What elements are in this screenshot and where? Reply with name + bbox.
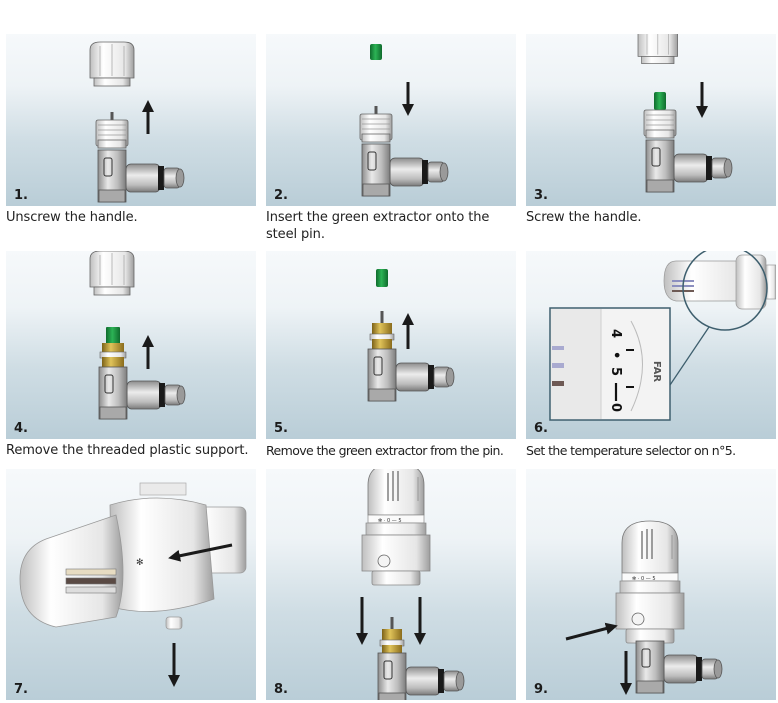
thread-support: [359, 113, 393, 143]
thermostatic-head-icon: ✻: [19, 482, 247, 630]
step-3: 3. Screw the handle.: [526, 34, 776, 226]
step-caption: Remove the green extractor from the pin.: [266, 443, 504, 458]
step-number: 5.: [274, 421, 288, 436]
step-caption: Screw the handle.: [526, 210, 642, 225]
valve-illustration: [359, 44, 449, 197]
dial-label-0: 0: [608, 403, 623, 412]
step-illustration: 1.: [6, 34, 256, 206]
step-illustration: 9.: [526, 469, 776, 700]
valve-body-icon: [635, 640, 723, 694]
step-8: 8.: [266, 469, 516, 703]
arrow-left-icon: [168, 543, 233, 562]
thermohead-illustration: ✻: [19, 482, 247, 687]
handle-icon: [637, 34, 678, 64]
step-7: ✻ 7.: [6, 469, 256, 703]
step-number: 2.: [274, 188, 288, 203]
dial-dot: •: [608, 351, 623, 359]
handle-icon: [89, 251, 135, 296]
brand-logo: FAR: [651, 361, 662, 382]
step-number: 7.: [14, 682, 28, 697]
step-caption: Insert the green extractor onto the stee…: [266, 210, 490, 242]
valve-body-icon: [367, 348, 455, 402]
valve-body-icon: [98, 366, 186, 420]
arrow-right-icon: [565, 622, 618, 641]
green-extractor-icon: [370, 44, 382, 60]
step-illustration: 3.: [526, 34, 776, 206]
step-number: 1.: [14, 188, 28, 203]
step-illustration: 2.: [266, 34, 516, 206]
thread-support: [643, 109, 677, 139]
step-4: 4. Remove the threaded plastic support.: [6, 251, 256, 459]
thermohead-illustration: [565, 520, 723, 695]
valve-body-icon: [97, 149, 185, 203]
green-extractor-icon: [376, 269, 388, 287]
step-illustration: ✻ 7.: [6, 469, 256, 700]
step-caption: Unscrew the handle.: [6, 210, 138, 225]
step-caption: Remove the threaded plastic support.: [6, 443, 249, 458]
dial-illustration: 4 • 5 0 FAR: [549, 251, 776, 421]
thread-support: [95, 119, 129, 149]
brass-insert: [382, 629, 402, 641]
green-extractor-icon: [106, 327, 120, 345]
thermostatic-head-icon: [361, 469, 431, 586]
step-caption: Set the temperature selector on n°5.: [526, 443, 736, 458]
step-illustration: 5.: [266, 251, 516, 439]
handle-icon: [89, 41, 135, 87]
green-extractor-icon: [654, 92, 666, 110]
brass-insert: [102, 343, 124, 353]
thermostatic-head-icon: [615, 520, 685, 644]
valve-illustration: [89, 41, 185, 203]
zoom-circle: [682, 251, 768, 331]
step-illustration: 4 • 5 0 FAR 6.: [526, 251, 776, 439]
dial-label-5: 5: [608, 367, 623, 376]
dial-zoom-box: 4 • 5 0 FAR: [549, 307, 671, 421]
step-illustration: 4.: [6, 251, 256, 439]
valve-illustration: [367, 269, 455, 402]
step-9: 9.: [526, 469, 776, 703]
step-number: 4.: [14, 421, 28, 436]
step-6: 4 • 5 0 FAR 6. Set the temperature selec…: [526, 251, 776, 459]
thermohead-illustration: [356, 469, 465, 700]
step-number: 9.: [534, 682, 548, 697]
valve-illustration: [637, 34, 733, 193]
dial-label-4: 4: [608, 329, 623, 338]
zoom-connector: [665, 326, 710, 392]
step-5: 5. Remove the green extractor from the p…: [266, 251, 516, 459]
svg-text:✻: ✻: [136, 558, 144, 568]
step-2: 2. Insert the green extractor onto the s…: [266, 34, 516, 243]
step-illustration: 8.: [266, 469, 516, 700]
valve-body-icon: [377, 652, 465, 700]
valve-illustration: [89, 251, 186, 420]
step-number: 3.: [534, 188, 548, 203]
brass-insert: [372, 323, 392, 335]
valve-body-icon: [361, 143, 449, 197]
step-number: 8.: [274, 682, 288, 697]
valve-body-icon: [645, 139, 733, 193]
step-number: 6.: [534, 421, 548, 436]
step-1: 1. Unscrew the handle.: [6, 34, 256, 226]
